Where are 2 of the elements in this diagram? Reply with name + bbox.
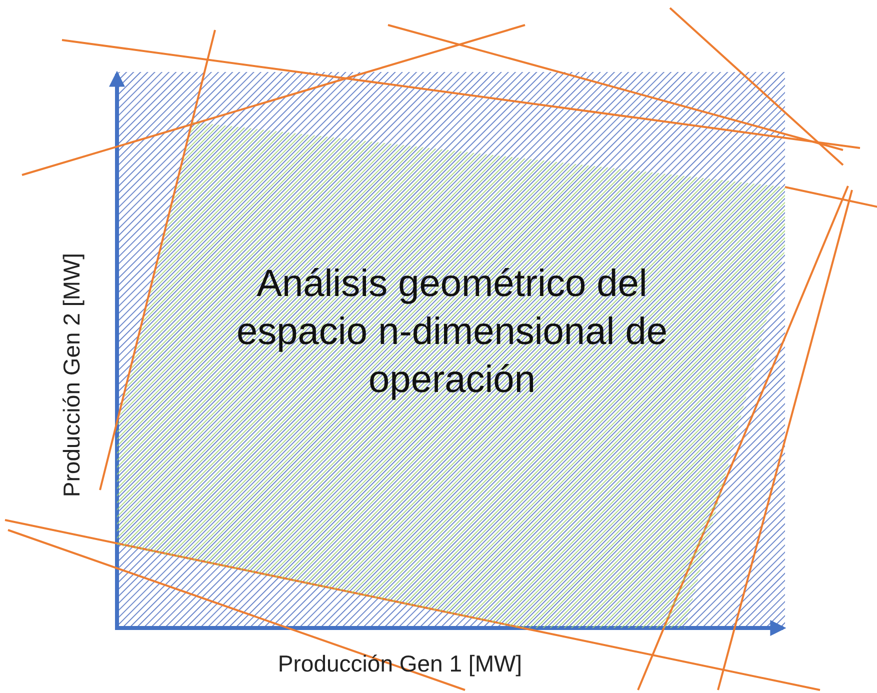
x-axis-label: Producción Gen 1 [MW]: [278, 650, 522, 678]
y-axis-label: Producción Gen 2 [MW]: [58, 252, 86, 498]
